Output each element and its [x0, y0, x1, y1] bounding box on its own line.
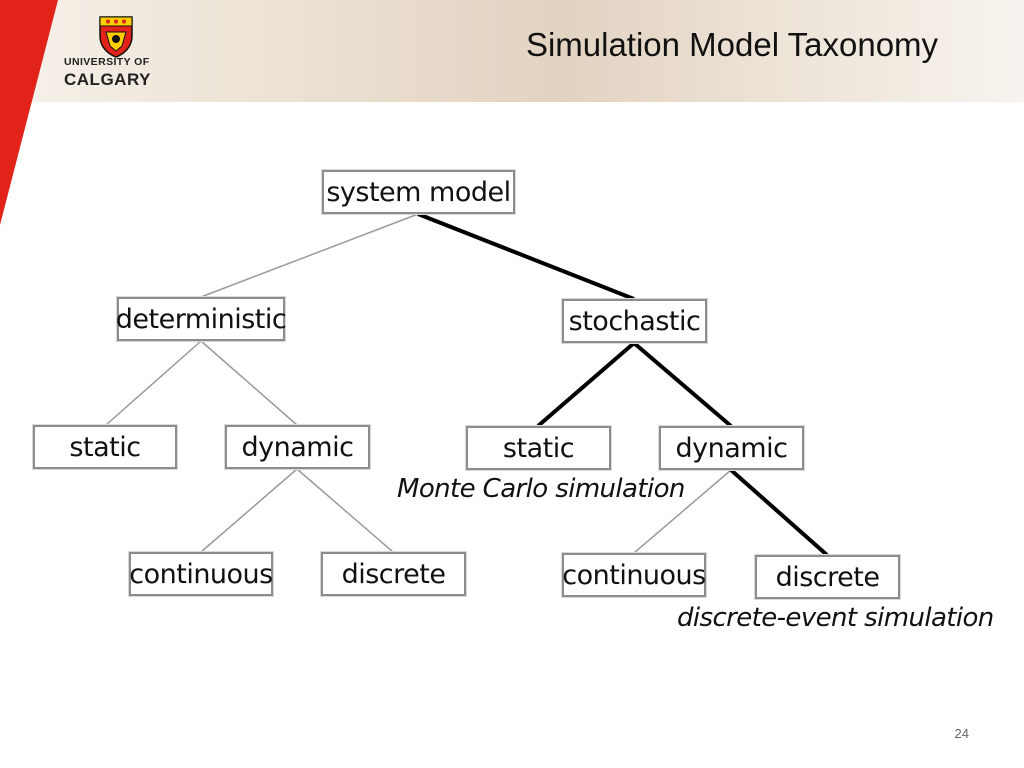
- node-deterministic-continuous: continuous: [129, 552, 273, 596]
- edge-system-stochastic: [417, 212, 635, 301]
- logo-wordmark: UNIVERSITY OF CALGARY: [64, 57, 170, 88]
- edge-deterministic-dynamic: [200, 340, 298, 426]
- node-stochastic-discrete: discrete: [755, 555, 900, 599]
- header-band: [0, 0, 1024, 102]
- edge-deterministic-static: [105, 340, 202, 426]
- node-deterministic-discrete: discrete: [321, 552, 466, 596]
- university-logo: UNIVERSITY OF CALGARY: [62, 12, 172, 92]
- slide-title: Simulation Model Taxonomy: [525, 26, 939, 63]
- edge-det-dynamic-continuous: [200, 468, 298, 553]
- logo-line-calgary: CALGARY: [64, 69, 151, 89]
- node-deterministic-static: static: [33, 425, 177, 469]
- edge-stochastic-dynamic: [632, 341, 733, 428]
- node-stochastic-dynamic: dynamic: [659, 426, 804, 470]
- node-deterministic-dynamic: dynamic: [225, 425, 370, 469]
- edge-sto-dynamic-discrete: [729, 468, 829, 557]
- node-system-model: system model: [322, 170, 515, 214]
- node-stochastic-continuous: continuous: [562, 553, 706, 597]
- edge-sto-dynamic-continuous: [633, 469, 732, 554]
- node-stochastic: stochastic: [562, 299, 707, 343]
- annotation-discrete-event: discrete-event simulation: [677, 603, 994, 633]
- node-stochastic-static: static: [466, 426, 611, 470]
- edge-stochastic-static: [536, 341, 636, 428]
- node-deterministic: deterministic: [116, 297, 287, 341]
- logo-line-university: UNIVERSITY OF: [64, 56, 150, 68]
- annotation-monte-carlo: Monte Carlo simulation: [397, 474, 685, 504]
- edge-det-dynamic-discrete: [296, 468, 394, 553]
- edge-system-deterministic: [200, 213, 419, 298]
- page-number: 24: [954, 726, 969, 741]
- crest-icon: [99, 16, 133, 58]
